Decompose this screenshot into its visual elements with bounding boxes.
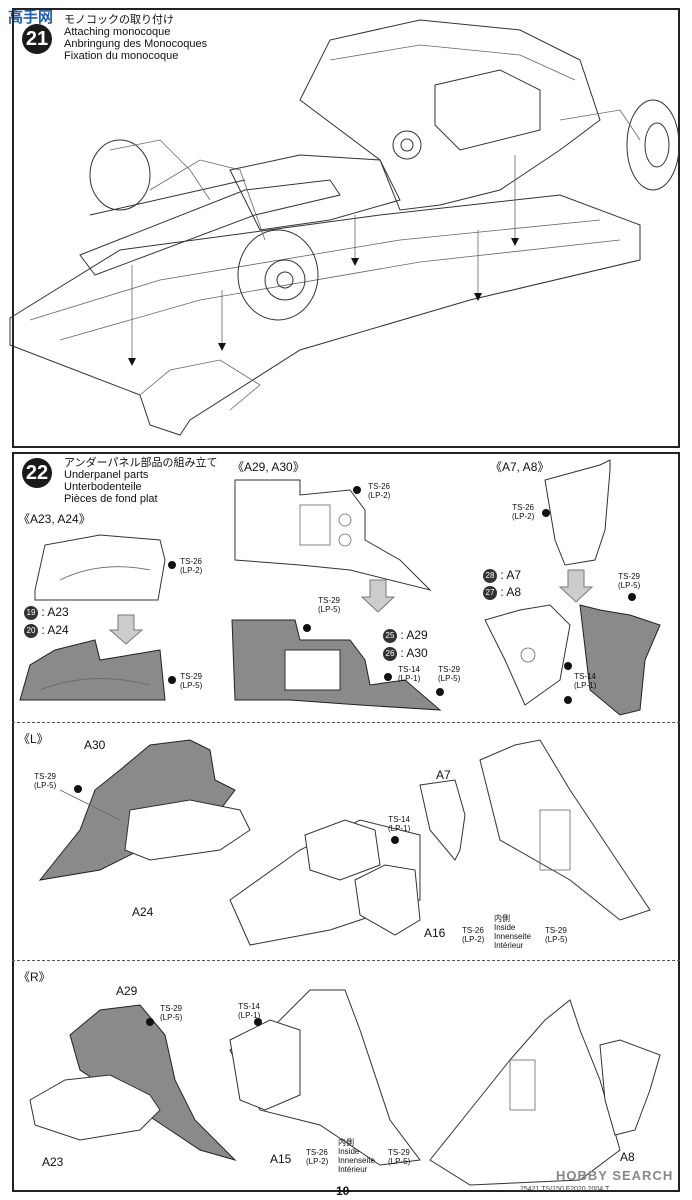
a29-a30-paint-bottom-b: TS-29 (LP-5) [438, 665, 461, 683]
a7-a8-paint-bottom: TS-14 (LP-1) [574, 672, 597, 690]
divider-1 [12, 722, 680, 723]
left-part-a24-label: A24 [132, 905, 154, 919]
step22-number-badge: 22 [22, 458, 52, 488]
step21-number-badge: 21 [22, 24, 52, 54]
right-paint-ts14: TS-14 (LP-1) [238, 1002, 261, 1020]
a7-a8-paint-right: TS-29 (LP-5) [618, 572, 641, 590]
site-logo: 高手网 [8, 9, 54, 26]
a23-a24-paint-top: TS-26 (LP-2) [180, 557, 203, 575]
monocoque-assembly-illustration [9, 19, 680, 436]
group-a29-a30-title: 《A29, A30》 [232, 460, 305, 474]
a29-a30-paint-mid: TS-29 (LP-5) [318, 596, 341, 614]
page-number: 10 [336, 1184, 350, 1198]
step22-title-de: Unterbodenteile [64, 481, 142, 493]
step22-title-fr: Pièces de fond plat [64, 493, 158, 505]
step22-title: アンダーパネル部品の組み立て Underpanel parts Unterbod… [64, 457, 217, 505]
step21-title-en: Attaching monocoque [64, 26, 171, 38]
part-a29-number: 25 [383, 628, 397, 643]
right-note-paint-right: TS-29 (LP-5) [388, 1148, 411, 1166]
divider-2 [12, 960, 680, 961]
part-a29-label: 25 : A29 [383, 628, 428, 643]
left-part-a16-label: A16 [424, 926, 446, 940]
a23-a24-paint-bottom: TS-29 (LP-5) [180, 672, 203, 690]
part-a29-name: A29 [406, 628, 428, 642]
part-a7-name: A7 [506, 568, 522, 582]
group-a7-a8-title: 《A7, A8》 [490, 460, 550, 474]
left-part-a30-label: A30 [84, 738, 106, 752]
step21-frame [12, 8, 680, 448]
left-part-a7-label: A7 [436, 768, 451, 782]
left-note-inside: 内側 Inside Innenseite Intérieur [494, 914, 531, 950]
step21-title-jp: モノコックの取り付け [64, 14, 174, 26]
left-section-title: 《L》 [18, 732, 49, 746]
part-a8-number: 27 [483, 585, 497, 600]
footer-code: 25421 TS/150 F2020 2004 T [520, 1186, 610, 1193]
left-note-paint-right: TS-29 (LP-5) [545, 926, 568, 944]
left-paint-ts14: TS-14 (LP-1) [388, 815, 411, 833]
part-a8-name: A8 [506, 585, 522, 599]
right-note-inside: 内側 Inside Innenseite Intérieur [338, 1138, 375, 1174]
right-part-a29-label: A29 [116, 984, 138, 998]
left-note-paint: TS-26 (LP-2) [462, 926, 485, 944]
right-note-paint: TS-26 (LP-2) [306, 1148, 329, 1166]
step22-title-en: Underpanel parts [64, 469, 149, 481]
a29-a30-paint-bottom-a: TS-14 (LP-1) [398, 665, 421, 683]
left-paint-ts29: TS-29 (LP-5) [34, 772, 57, 790]
part-a7-label: 28 : A7 [483, 568, 521, 583]
right-part-a15-label: A15 [270, 1152, 292, 1166]
part-a30-label: 26 : A30 [383, 646, 428, 661]
part-a24-name: A24 [47, 623, 69, 637]
part-a30-number: 26 [383, 646, 397, 661]
hobby-search-watermark: HOBBY SEARCH [556, 1168, 674, 1183]
part-a30-name: A30 [406, 646, 428, 660]
part-a24-label: 20 : A24 [24, 623, 69, 638]
part-a23-number: 19 [24, 605, 38, 620]
group-a23-a24-title: 《A23, A24》 [18, 512, 91, 526]
a29-a30-paint-top: TS-26 (LP-2) [368, 482, 391, 500]
a7-a8-paint-top: TS-26 (LP-2) [512, 503, 535, 521]
right-part-a8-label: A8 [620, 1150, 635, 1164]
part-a8-label: 27 : A8 [483, 585, 521, 600]
right-section-title: 《R》 [18, 970, 51, 984]
step22-frame [12, 452, 680, 1192]
part-a7-number: 28 [483, 568, 497, 583]
step21-title-de: Anbringung des Monocoques [64, 38, 208, 50]
part-a23-name: A23 [47, 605, 69, 619]
step21-title: モノコックの取り付け Attaching monocoque Anbringun… [64, 14, 207, 62]
part-a23-label: 19 : A23 [24, 605, 69, 620]
step21-title-fr: Fixation du monocoque [64, 50, 179, 62]
right-part-a23-label: A23 [42, 1155, 64, 1169]
right-paint-ts29: TS-29 (LP-5) [160, 1004, 183, 1022]
part-a24-number: 20 [24, 623, 38, 638]
step22-title-jp: アンダーパネル部品の組み立て [64, 457, 218, 469]
